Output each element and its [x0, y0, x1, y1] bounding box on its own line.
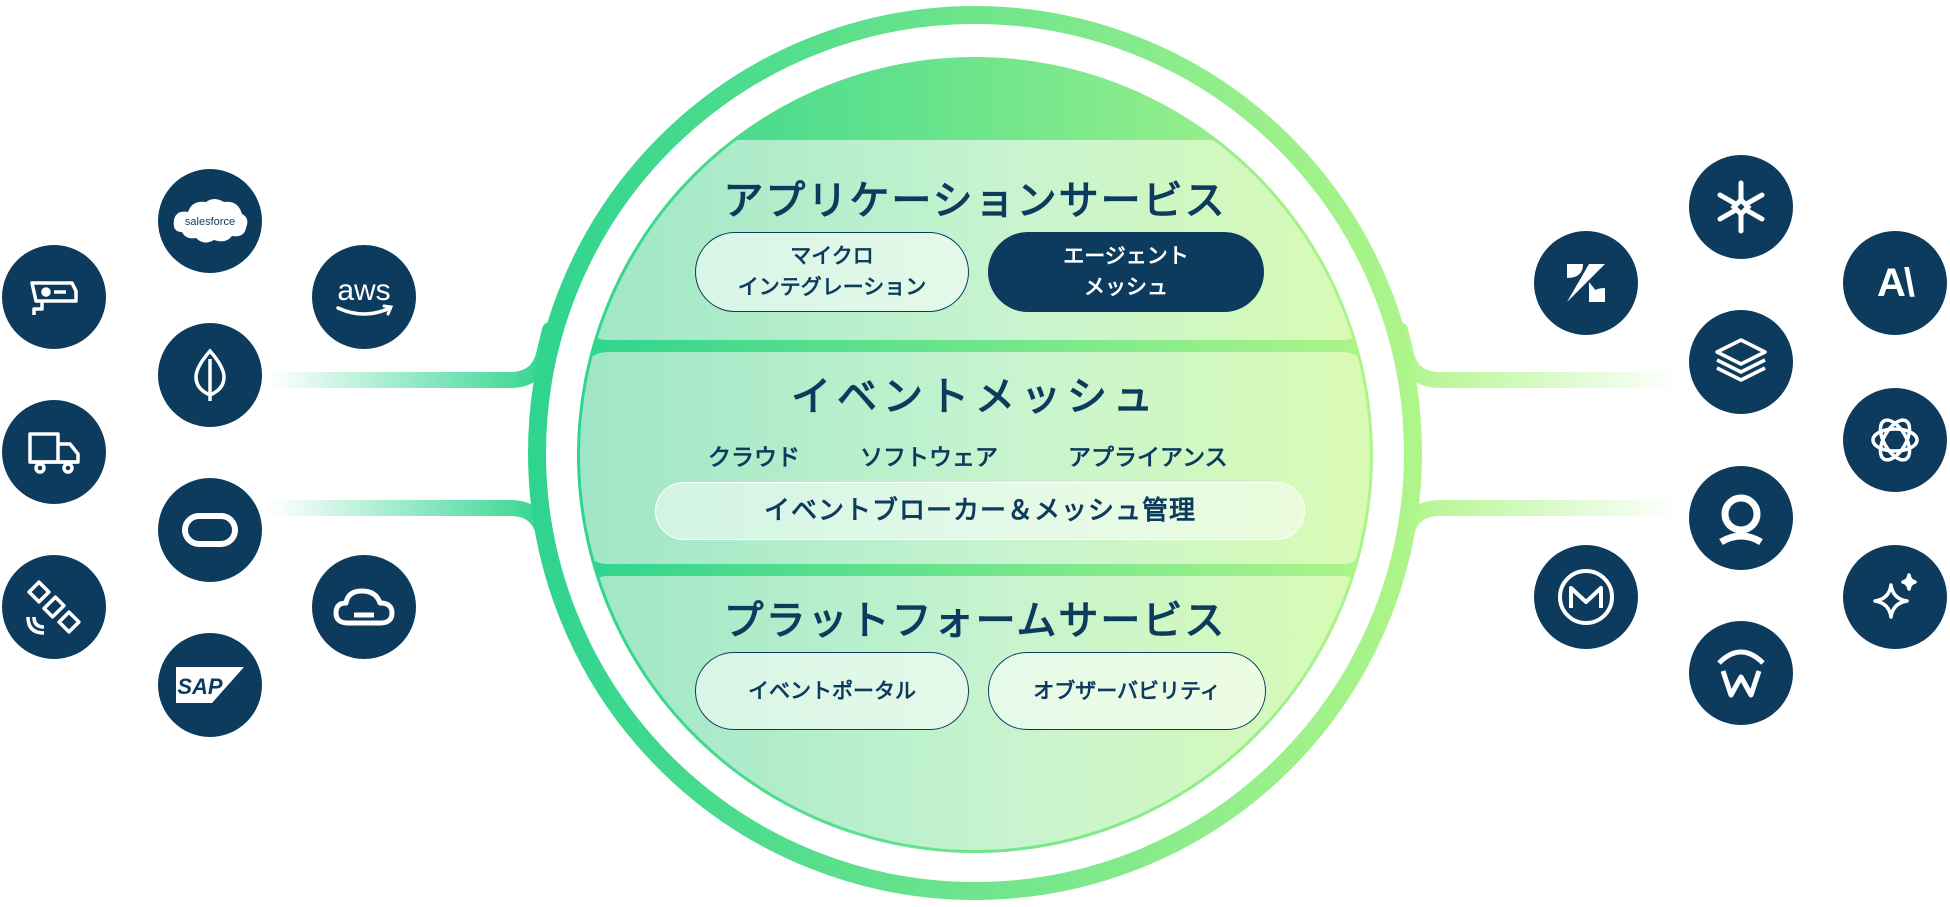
satellite-icon[interactable] — [2, 555, 106, 659]
aws-logo[interactable]: aws — [312, 245, 416, 349]
event-portal-label: イベントポータル — [748, 678, 916, 703]
anthropic-logo-text: A\ — [1877, 260, 1915, 305]
google-cloud-logo[interactable] — [312, 555, 416, 659]
platform-services-title: プラットフォームサービス — [723, 598, 1227, 644]
software-label: ソフトウェア — [860, 445, 998, 471]
oracle-logo[interactable] — [158, 478, 262, 582]
observability-label: オブザーバビリティ — [1033, 678, 1221, 703]
salesforce-logo-text: salesforce — [185, 216, 235, 228]
agent-mesh-label: エージェント メッシュ — [1063, 244, 1189, 299]
cloud-label: クラウド — [708, 445, 800, 471]
mulesoft-logo[interactable] — [1534, 545, 1638, 649]
sap-logo-text: SAP — [177, 674, 223, 699]
right-upper-connector — [1392, 322, 1688, 388]
event-portal-pill[interactable]: イベントポータル — [695, 652, 969, 730]
appliance-label: アプライアンス — [1068, 445, 1228, 471]
salesforce-logo[interactable]: salesforce — [158, 169, 262, 273]
event-mesh-title: イベントメッシュ — [791, 374, 1159, 420]
observability-pill[interactable]: オブザーバビリティ — [988, 652, 1266, 730]
truck-icon[interactable] — [2, 400, 106, 504]
snowflake-logo[interactable] — [1689, 155, 1793, 259]
micro-integration-pill[interactable]: マイクロ インテグレーション — [695, 232, 969, 312]
right-lower-connector — [1392, 500, 1688, 566]
mongodb-logo[interactable] — [158, 323, 262, 427]
left-upper-connector — [262, 322, 558, 388]
broker-management-pill[interactable]: イベントブローカー＆メッシュ管理 — [655, 482, 1305, 540]
sap-logo[interactable]: SAP — [158, 633, 262, 737]
layers-icon[interactable] — [1689, 310, 1793, 414]
aws-logo-text: aws — [337, 274, 390, 307]
openai-logo[interactable] — [1843, 388, 1947, 492]
camera-icon[interactable] — [2, 245, 106, 349]
sparkle-icon[interactable] — [1843, 545, 1947, 649]
circle-user-logo[interactable] — [1689, 466, 1793, 570]
application-services-title: アプリケーションサービス — [723, 178, 1227, 224]
agent-mesh-pill[interactable]: エージェント メッシュ — [988, 232, 1264, 312]
zendesk-logo[interactable] — [1534, 231, 1638, 335]
left-lower-connector — [262, 500, 558, 566]
broker-management-label: イベントブローカー＆メッシュ管理 — [763, 495, 1196, 526]
anthropic-logo[interactable]: A\ — [1843, 231, 1947, 335]
micro-integration-label: マイクロ インテグレーション — [737, 244, 927, 299]
w-logo[interactable] — [1689, 621, 1793, 725]
